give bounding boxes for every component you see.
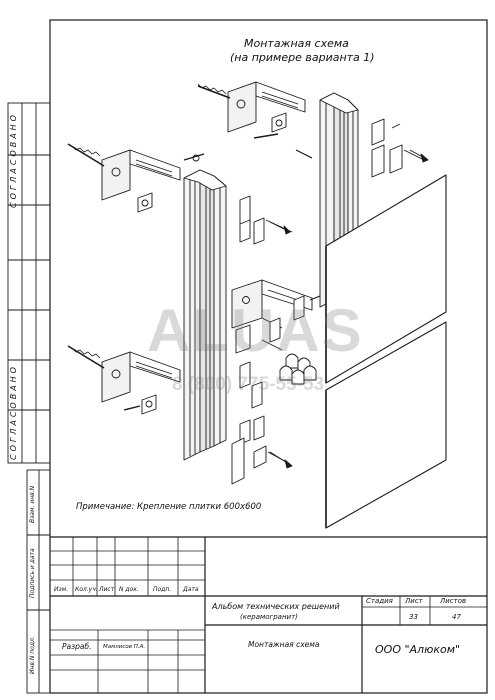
album-subtitle: (керамогранит) bbox=[240, 613, 298, 621]
inv-replace-label: Взам. инв.N bbox=[29, 485, 36, 523]
header-change: Изм. bbox=[54, 586, 69, 593]
inv-original-label: Инв.N подл. bbox=[29, 636, 36, 674]
left-guide-profile bbox=[183, 169, 227, 461]
stage-label: Стадия bbox=[366, 597, 393, 605]
album-title: Альбом технических решений bbox=[212, 602, 340, 611]
drawing-note: Примечание: Крепление плитки 600х600 bbox=[76, 502, 262, 512]
sign-date-label: Подпись и дата bbox=[29, 548, 36, 598]
header-doc: N док. bbox=[119, 586, 139, 593]
sheets-total: 47 bbox=[452, 613, 461, 621]
drawing-subtitle: (на примере варианта 1) bbox=[230, 51, 375, 64]
side-stamp-lines bbox=[7, 102, 51, 694]
assembly-drawing bbox=[67, 81, 447, 529]
agreed-label-top: СОГЛАСОВАНО bbox=[9, 112, 18, 208]
company-name: ООО "Алюком" bbox=[375, 643, 461, 656]
tile-clamps bbox=[231, 118, 425, 485]
watermark-phone: 8 (800) 775-55-53 bbox=[172, 374, 325, 395]
sheet-label: Лист bbox=[405, 597, 423, 605]
agreed-label-bottom: СОГЛАСОВАНО bbox=[9, 364, 18, 460]
wall-bracket-lower-left bbox=[67, 345, 181, 415]
assembly-arrows bbox=[269, 149, 429, 469]
developed-label: Разраб. bbox=[62, 642, 92, 651]
header-sign: Подп. bbox=[153, 586, 172, 593]
title-block-lines bbox=[50, 536, 487, 693]
watermark-brand: ALUAS bbox=[147, 297, 364, 364]
sheet-number: 33 bbox=[409, 613, 418, 621]
plastic-pads bbox=[279, 353, 317, 385]
ceramic-tiles bbox=[325, 174, 447, 529]
sheets-label: Листов bbox=[440, 597, 467, 605]
header-sheet: Лист bbox=[99, 586, 115, 593]
developer-name: Мамлисов П.А. bbox=[103, 644, 146, 650]
header-qty: Кол.уч. bbox=[75, 586, 98, 593]
wall-bracket-upper-left bbox=[67, 143, 205, 213]
drawing-title: Монтажная схема bbox=[244, 37, 349, 50]
drawing-name: Монтажная схема bbox=[248, 640, 320, 649]
header-date: Дата bbox=[183, 586, 199, 593]
wall-bracket-upper-right bbox=[197, 81, 313, 159]
